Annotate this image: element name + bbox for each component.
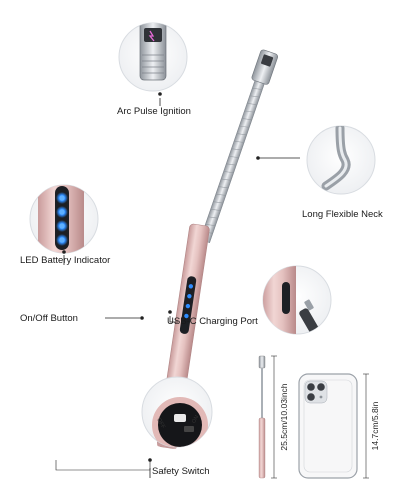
small-lighter-tip — [258, 355, 266, 369]
leader-lines — [63, 98, 300, 478]
label-led-battery-indicator: LED Battery Indicator — [20, 255, 111, 266]
led-indicator-1 — [188, 284, 194, 289]
safety-switch-on-mark: ON — [191, 414, 200, 424]
led-indicator-3 — [185, 303, 191, 309]
safety-switch-off-mark: OFF — [155, 417, 166, 430]
label-safety-switch: Safety Switch — [152, 466, 210, 477]
callout-usb-c — [262, 265, 332, 335]
label-lighter-length: 25.5cm/10.03inch — [279, 383, 289, 451]
size-comparison — [258, 355, 369, 479]
callout-safety-switch — [141, 376, 213, 448]
led-indicator-4 — [184, 313, 189, 319]
small-lighter-body — [258, 417, 266, 479]
callout-arc-ignition — [118, 22, 188, 92]
callout-flexible-neck — [306, 125, 376, 195]
label-long-flexible-neck: Long Flexible Neck — [302, 209, 383, 220]
label-phone-height: 14.7cm/5.8in — [370, 401, 380, 451]
callout-led-battery — [29, 184, 99, 254]
label-arc-pulse-ignition: Arc Pulse Ignition — [117, 106, 191, 117]
phone-camera-module — [304, 380, 328, 404]
led-indicator-2 — [187, 294, 192, 299]
label-on-off-button: On/Off Button — [20, 313, 78, 324]
label-usb-c-charging-port: USB-C Charging Port — [167, 316, 258, 327]
small-lighter-neck — [261, 368, 263, 418]
flexible-neck — [199, 78, 266, 244]
